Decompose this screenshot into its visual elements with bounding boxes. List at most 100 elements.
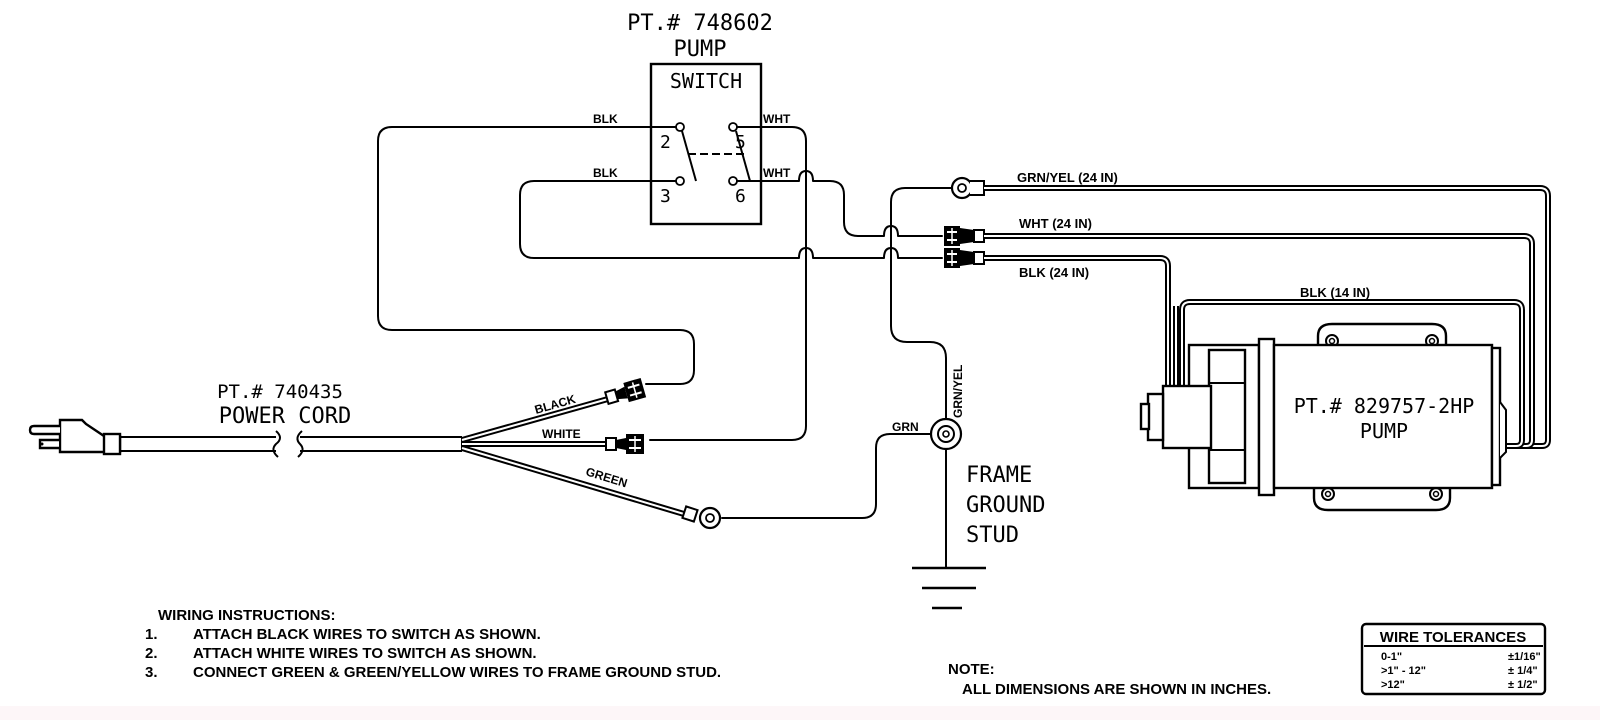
mount-hole-inner bbox=[1324, 490, 1332, 498]
power-cord: PT.# 740435 POWER CORD bbox=[28, 377, 722, 530]
tolerances-title: WIRE TOLERANCES bbox=[1380, 629, 1526, 646]
instructions-title: WIRING INSTRUCTIONS: bbox=[158, 607, 336, 624]
instruction-num: 3. bbox=[145, 664, 158, 681]
switch-blade-right bbox=[735, 130, 751, 182]
terminal-5-label: 5 bbox=[735, 132, 746, 153]
cord-wire-green-core bbox=[461, 447, 685, 515]
switch-box bbox=[649, 62, 763, 226]
cord-part-number: PT.# 740435 bbox=[217, 381, 343, 403]
connector-cord-white bbox=[605, 434, 644, 454]
terminal-2-label: 2 bbox=[660, 132, 671, 153]
pump-port bbox=[1161, 384, 1213, 450]
wire-wht-terminal-6 bbox=[736, 170, 943, 237]
tolerance-value: ±1/16" bbox=[1508, 651, 1541, 663]
instruction-num: 2. bbox=[145, 645, 158, 662]
wire-label-wht-6: WHT bbox=[763, 166, 791, 180]
pump-port-tip bbox=[1139, 402, 1151, 431]
lead-wht-core bbox=[984, 235, 1533, 447]
connector-cord-black bbox=[603, 377, 647, 406]
lead-grnyel-core bbox=[984, 187, 1549, 447]
pump-lead-connectors bbox=[944, 176, 985, 268]
cord-name: POWER CORD bbox=[219, 404, 351, 429]
ground-stud-line-3: STUD bbox=[966, 523, 1019, 548]
plug-icon bbox=[28, 418, 122, 456]
connector-blk-body bbox=[960, 250, 974, 266]
pump-port-nozzle bbox=[1146, 392, 1165, 442]
lead-label-blk: BLK (24 IN) bbox=[1019, 265, 1089, 280]
switch-box-label: SWITCH bbox=[670, 69, 742, 93]
motor-lead-boss bbox=[1499, 401, 1507, 459]
terminal-5 bbox=[728, 122, 738, 132]
mount-foot-bottom bbox=[1312, 488, 1452, 512]
cord-break-right bbox=[296, 430, 304, 458]
pump-switch: PT.# 748602 PUMP SWITCH 2 3 5 6 bbox=[627, 11, 773, 226]
lead-label-wht: WHT (24 IN) bbox=[1019, 216, 1092, 231]
earth-ground-icon bbox=[912, 566, 986, 610]
tolerance-range: >12" bbox=[1381, 679, 1405, 691]
switch-part-number: PT.# 748602 bbox=[627, 11, 773, 36]
tolerance-value: ± 1/2" bbox=[1508, 679, 1538, 691]
note-title: NOTE: bbox=[948, 661, 995, 678]
wire-grnyel-ground bbox=[890, 187, 957, 433]
pump-flange bbox=[1257, 337, 1276, 497]
ground-stud-center bbox=[942, 430, 950, 438]
instruction-text: ATTACH BLACK WIRES TO SWITCH AS SHOWN. bbox=[193, 626, 541, 643]
ground-stud-line-2: GROUND bbox=[966, 493, 1045, 518]
wire-blk-terminal-2 bbox=[377, 126, 695, 385]
motor-endcap bbox=[1490, 346, 1502, 487]
wire-label-blk-3: BLK bbox=[593, 166, 618, 180]
ring-terminal-hole bbox=[957, 183, 967, 193]
lead-label-blk-14: BLK (14 IN) bbox=[1300, 285, 1370, 300]
tolerance-value: ± 1/4" bbox=[1508, 665, 1538, 677]
wire-tolerances-table: WIRE TOLERANCES 0-1" ±1/16" >1" - 12" ± … bbox=[1360, 622, 1547, 696]
mount-foot-top bbox=[1316, 322, 1448, 346]
dimension-note: NOTE: ALL DIMENSIONS ARE SHOWN IN INCHES… bbox=[948, 661, 1271, 698]
instruction-text: ATTACH WHITE WIRES TO SWITCH AS SHOWN. bbox=[193, 645, 537, 662]
note-text: ALL DIMENSIONS ARE SHOWN IN INCHES. bbox=[962, 681, 1271, 698]
connector-wht-body bbox=[960, 228, 974, 244]
wire-grn-ground bbox=[721, 433, 941, 519]
terminal-6-label: 6 bbox=[735, 186, 746, 207]
cord-jacket-right bbox=[300, 436, 462, 452]
instruction-text: CONNECT GREEN & GREEN/YELLOW WIRES TO FR… bbox=[193, 664, 721, 681]
ring-terminal-crimp bbox=[970, 180, 985, 196]
tolerance-range: 0-1" bbox=[1381, 651, 1402, 663]
cord-label-white: WHITE bbox=[542, 427, 581, 441]
wiring bbox=[377, 126, 957, 519]
ground-stud-line-1: FRAME bbox=[966, 463, 1032, 488]
lead-blk-14-core bbox=[1181, 301, 1523, 447]
wire-label-blk-2: BLK bbox=[593, 112, 618, 126]
wiring-instructions: WIRING INSTRUCTIONS: 1. ATTACH BLACK WIR… bbox=[145, 607, 721, 681]
ground-label-grn: GRN bbox=[892, 420, 919, 434]
switch-blade-left bbox=[681, 130, 697, 182]
connector-wht-crimp bbox=[973, 229, 985, 243]
tolerances-border bbox=[1360, 622, 1547, 696]
mount-hole-inner bbox=[1432, 490, 1440, 498]
pump-leads bbox=[984, 185, 1551, 449]
pump-motor: PT.# 829757-2HP PUMP bbox=[1139, 322, 1507, 512]
pump-head-inner bbox=[1207, 348, 1247, 485]
terminal-3 bbox=[675, 176, 685, 186]
mount-hole-inner bbox=[1428, 337, 1436, 345]
instruction-num: 1. bbox=[145, 626, 158, 643]
connector-blk-crimp bbox=[973, 251, 985, 265]
wire-wht-terminal-5 bbox=[649, 126, 807, 441]
footer-strip bbox=[0, 706, 1600, 720]
pump-name: PUMP bbox=[1360, 419, 1408, 443]
frame-ground-stud: GRN GRN/YEL FRAME GROUND STUD bbox=[892, 365, 1045, 610]
motor-body bbox=[1272, 343, 1494, 490]
terminal-6 bbox=[728, 176, 738, 186]
pump-part-number: PT.# 829757-2HP bbox=[1294, 394, 1475, 418]
terminal-2 bbox=[675, 122, 685, 132]
terminal-3-label: 3 bbox=[660, 186, 671, 207]
mount-hole-inner bbox=[1328, 337, 1336, 345]
ground-label-grnyel: GRN/YEL bbox=[951, 365, 965, 418]
switch-name: PUMP bbox=[674, 37, 727, 62]
cord-break-left bbox=[272, 430, 281, 458]
lead-label-grnyel: GRN/YEL (24 IN) bbox=[1017, 170, 1118, 185]
cord-wire-black-core bbox=[461, 398, 609, 441]
tolerance-range: >1" - 12" bbox=[1381, 665, 1426, 677]
wire-label-wht-5: WHT bbox=[763, 112, 791, 126]
lead-blk-core bbox=[984, 257, 1169, 388]
